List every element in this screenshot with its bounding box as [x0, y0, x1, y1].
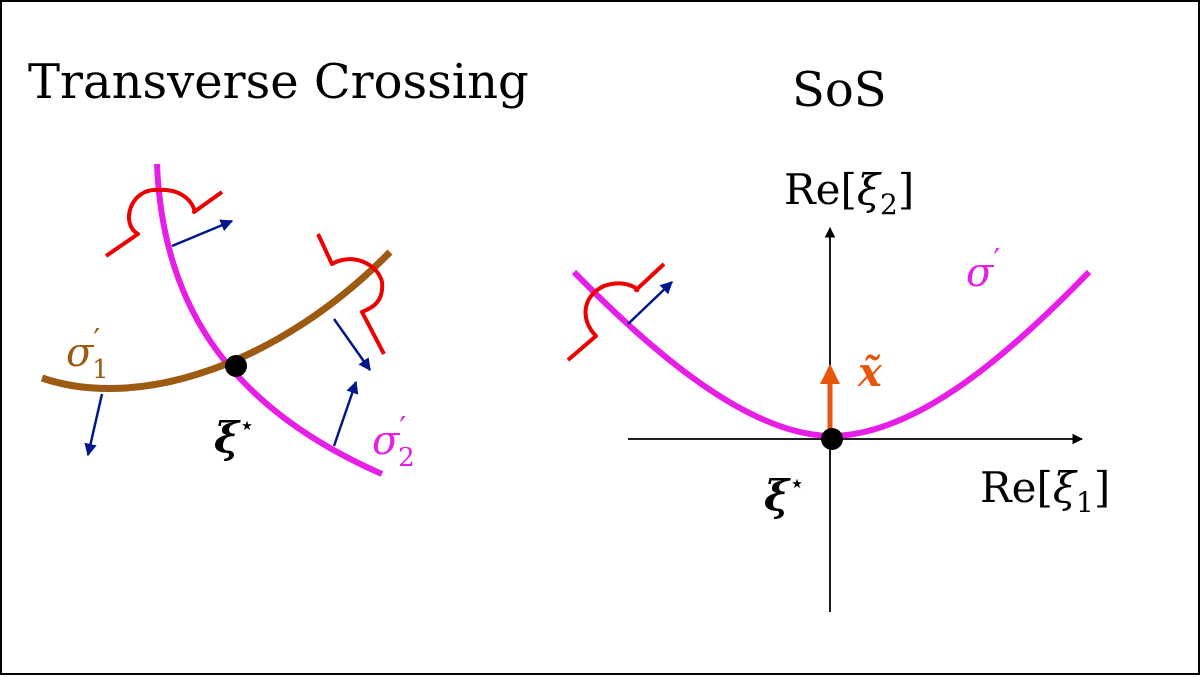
red-wedge-marker: [104, 187, 224, 258]
normal-arrow: [332, 318, 372, 372]
sigma-prime-label: σ′: [966, 243, 1000, 296]
red-wedge-marker: [566, 262, 666, 362]
xi-star-label: ξ⋆: [764, 469, 805, 520]
normal-arrow: [171, 219, 234, 248]
sigma1-prime-curve: [40, 249, 393, 392]
y-axis-label: Re[ξ2]: [784, 165, 914, 221]
red-wedge-marker: [316, 233, 386, 355]
x-axis-label: Re[ξ1]: [980, 463, 1110, 519]
normal-arrow: [627, 281, 673, 325]
sigma2-prime-label: σ′2: [372, 411, 415, 473]
sigma1-prime-label: σ′1: [66, 323, 109, 385]
x-tilde-label: x̃: [857, 349, 883, 396]
xi-star-point: [225, 355, 247, 377]
normal-arrow: [332, 380, 359, 447]
left-panel-title: Transverse Crossing: [28, 54, 529, 110]
xi-star-label: ξ⋆: [214, 411, 255, 462]
xi-star-point: [821, 428, 843, 450]
right-panel-diagram: Re[ξ2] Re[ξ1] σ′ x̃ ξ⋆: [566, 165, 1110, 612]
left-panel-diagram: σ′1 σ′2 ξ⋆: [40, 163, 415, 477]
sigma2-prime-curve: [154, 163, 384, 477]
normal-arrow: [84, 393, 104, 457]
right-panel-title: SoS: [792, 62, 887, 118]
